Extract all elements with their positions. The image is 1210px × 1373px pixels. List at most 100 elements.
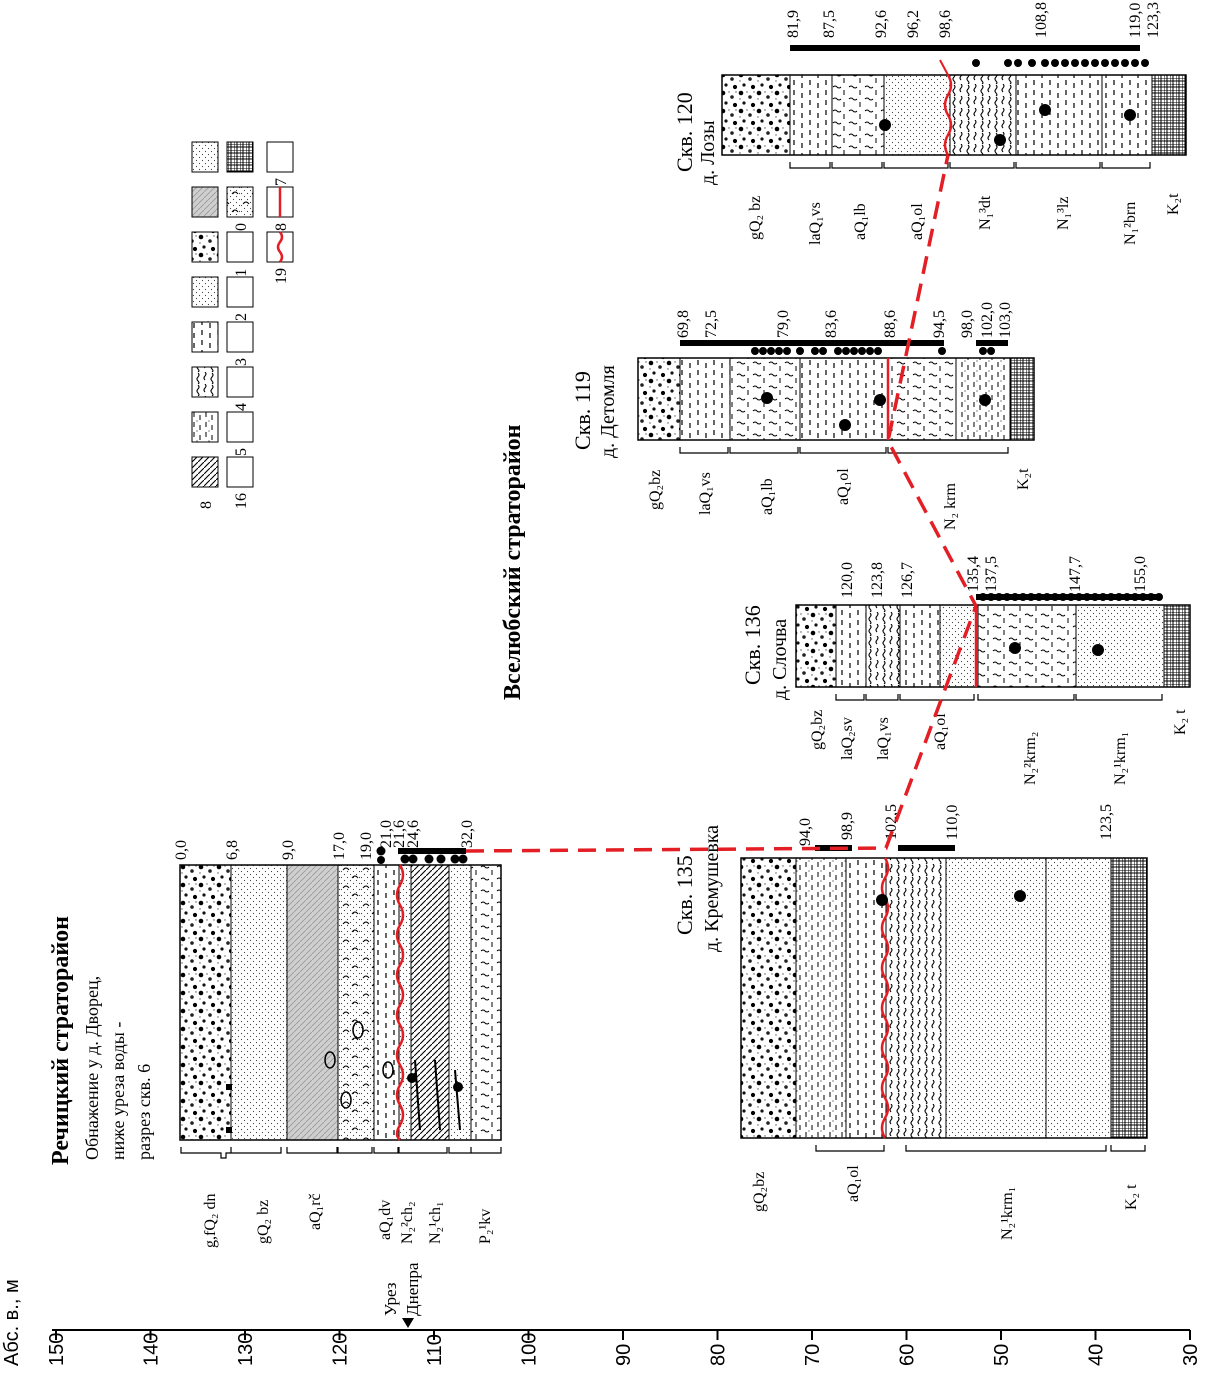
axis-tick-label: 50 <box>991 1344 1013 1366</box>
depth-label: 0,0 <box>173 840 190 860</box>
layer-hatched <box>411 865 449 1140</box>
section-rechitsa: Речицкий страторайон Обнажение у д. Двор… <box>48 820 502 1248</box>
unit-label: aQ₁dv <box>377 1200 394 1240</box>
unit-label: K₂ t <box>1172 709 1189 735</box>
water-level-line1: Урез <box>381 1282 400 1316</box>
axis-tick-label: 90 <box>613 1344 635 1366</box>
depth-label: 103,0 <box>997 302 1014 338</box>
unit-label: laQ₁vs <box>875 717 892 760</box>
legend-swatch <box>266 141 294 173</box>
axis-tick-label: 120 <box>330 1333 352 1366</box>
legend-swatch <box>191 321 219 353</box>
unit-label: gQ₂bz <box>809 710 826 750</box>
unit-label: gQ₂bz <box>751 1172 768 1212</box>
depth-label: 92,6 <box>873 10 890 38</box>
depth-label: 17,0 <box>331 832 348 860</box>
column-rechitsa <box>179 846 502 1141</box>
depth-label: 108,8 <box>1033 2 1050 38</box>
layer-till <box>180 865 231 1140</box>
erosion-boundary-rechitsa <box>395 864 405 1141</box>
depth-label: 123,8 <box>869 562 886 598</box>
legend-swatch <box>226 186 254 218</box>
rechitsa-desc-line2: ниже уреза воды - <box>108 1022 128 1160</box>
axis-tick-label: 60 <box>897 1344 919 1366</box>
axis-tick-label: 70 <box>802 1344 824 1366</box>
unit-label: laQ₂sv <box>839 717 856 760</box>
depth-label: 21,6 <box>391 820 408 848</box>
unit-label: N₂²ch₂ <box>399 1201 416 1244</box>
depth-label: 32,0 <box>459 820 476 848</box>
depth-label: 79,0 <box>775 310 792 338</box>
legend-swatch <box>191 366 219 398</box>
unit-labels-rechitsa: g,fQ₂ dn gQ₂ bz aQ₁rč aQ₁dv N₂²ch₂ N₂¹ch… <box>202 1193 494 1248</box>
layer-gray-loam <box>287 865 338 1140</box>
depth-label: 98,9 <box>839 812 856 840</box>
depth-label: 135,4 <box>965 556 982 592</box>
region-title-rechitsa: Речицкий страторайон <box>48 916 74 1165</box>
depth-label: 94,5 <box>931 310 948 338</box>
unit-label: N₁²brn <box>1122 202 1139 245</box>
depth-label: 96,2 <box>905 10 922 38</box>
depth-label: 126,7 <box>899 562 916 598</box>
depth-label: 155,0 <box>1132 556 1149 592</box>
depth-label: 83,6 <box>823 310 840 338</box>
legend-number: 19 <box>273 268 290 284</box>
well-120: Скв. 120 д. Лозы 81,9 87,5 92,6 96,2 98,… <box>672 2 1187 245</box>
unit-braces <box>180 1147 502 1159</box>
depth-label: 88,6 <box>882 310 899 338</box>
unit-label: gQ₂ bz <box>255 1200 272 1244</box>
unit-label: N₂²krm₂ <box>1022 732 1039 785</box>
depth-labels-rechitsa: 0,0 6,8 9,0 17,0 19,0 21,0 21,6 24,6 32,… <box>173 820 476 860</box>
legend-swatch <box>226 366 254 398</box>
layer-shell-sand <box>338 865 374 1140</box>
depth-label: 123,5 <box>1098 804 1115 840</box>
legend-swatch <box>226 276 254 308</box>
unit-label: laQ₁vs <box>697 472 714 515</box>
legend-swatch <box>191 456 219 488</box>
unit-label: K₂t <box>1165 193 1182 215</box>
unit-label: N₁³lz <box>1055 197 1072 230</box>
depth-label: 24,6 <box>405 820 422 848</box>
depth-label: 98,0 <box>959 310 976 338</box>
unit-label: K₂t <box>1015 468 1032 490</box>
axis-tick-label: 80 <box>708 1344 730 1366</box>
water-level-marker-icon <box>402 1318 414 1328</box>
unit-label: aQ₁ol <box>932 713 949 750</box>
legend-swatch <box>226 411 254 443</box>
well-135: Скв. 135 д. Кремушевка 94,0 98,9 102,5 1… <box>672 804 1148 1240</box>
depth-label: 102,5 <box>883 804 900 840</box>
legend-number: 16 <box>233 493 250 509</box>
well-title: Скв. 135 <box>672 855 697 935</box>
depth-label: 72,5 <box>703 310 720 338</box>
well-village: д. Слочва <box>769 619 791 700</box>
unit-label: N₂¹krm₁ <box>1112 732 1129 785</box>
legend-swatch <box>191 141 219 173</box>
layer-sand-3 <box>449 865 471 1140</box>
depth-label: 98,6 <box>937 10 954 38</box>
axis-tick-label: 110 <box>424 1334 446 1366</box>
legend: 12345678910111213141516171819 <box>191 141 294 509</box>
depth-label: 94,0 <box>797 818 814 846</box>
well-title: Скв. 119 <box>570 371 595 450</box>
unit-label: aQ₁ol <box>835 468 852 505</box>
well-village: д. Кремушевка <box>701 825 723 952</box>
well-title: Скв. 136 <box>740 605 765 685</box>
unit-label: aQ₁lb <box>852 203 869 240</box>
depth-label: 9,0 <box>280 840 297 860</box>
unit-label: gQ₂bz <box>647 470 664 510</box>
well-village: д. Детомля <box>597 365 619 458</box>
unit-label: P₂¹kv <box>477 1209 494 1244</box>
unit-label: aQ₁rč <box>307 1193 324 1230</box>
axis-tick-label: 130 <box>235 1333 257 1366</box>
well-119: Скв. 119 д. Детомля 69,8 72,5 79,0 83,6 … <box>570 302 1035 530</box>
legend-swatch <box>191 276 219 308</box>
depth-label: 102,0 <box>979 302 996 338</box>
depth-label: 87,5 <box>821 10 838 38</box>
unit-label: aQ₁ol <box>909 203 926 240</box>
unit-label: laQ₁vs <box>807 202 824 245</box>
depth-label: 137,5 <box>983 556 1000 592</box>
depth-label: 81,9 <box>785 10 802 38</box>
legend-swatch <box>226 456 254 488</box>
